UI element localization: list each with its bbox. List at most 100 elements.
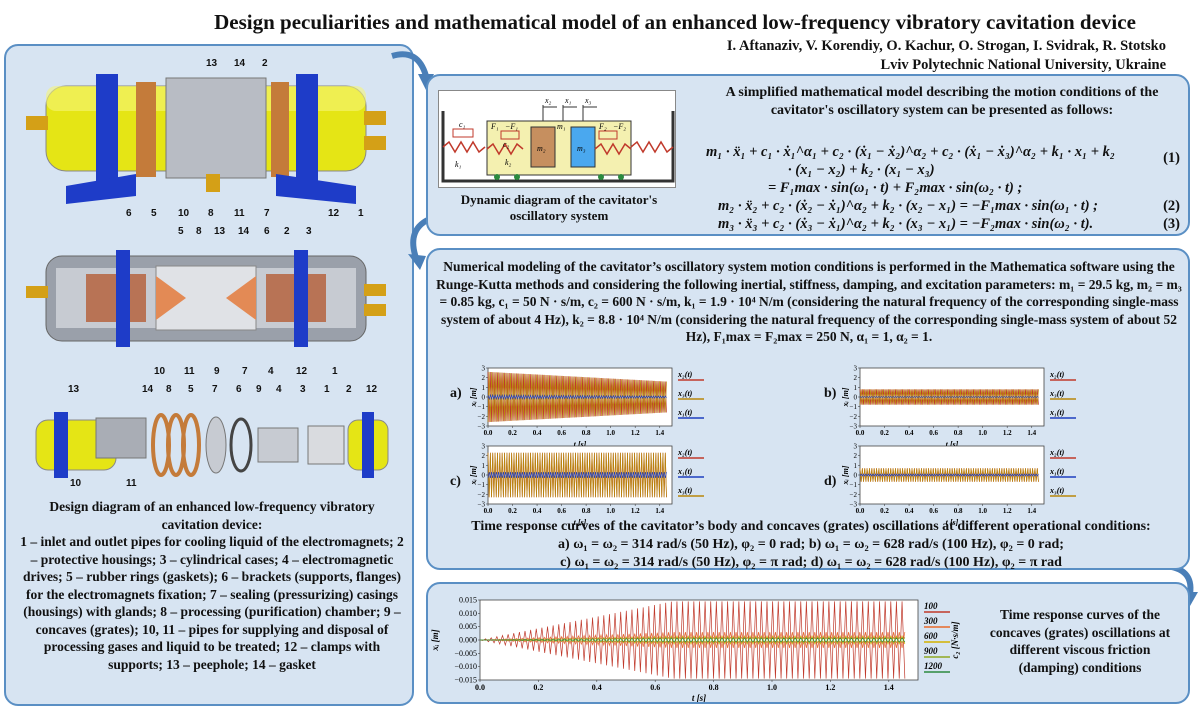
- y-tick-label: 2: [854, 452, 858, 460]
- x-tick-label: 0.8: [582, 507, 591, 515]
- legend-title: c₂ [N·s/m]: [950, 621, 960, 658]
- view1-label-6: 6: [126, 208, 132, 219]
- label-k2: k₂: [505, 158, 512, 167]
- y-tick-label: −2: [478, 491, 486, 499]
- view3-label-6: 6: [236, 384, 242, 395]
- design-caption: Design diagram of an enhanced low-freque…: [20, 498, 404, 673]
- legend-label: x₂(t): [1049, 448, 1065, 457]
- model-intro: A simplified mathematical model describi…: [725, 85, 1159, 118]
- view2-label-1: 1: [332, 366, 338, 377]
- response-caption-line-1: Time response curves of the cavitator’s …: [471, 519, 1151, 534]
- view3-label-5: 5: [188, 384, 194, 395]
- y-tick-label: −2: [850, 413, 858, 421]
- label-mF1: −F₁: [505, 122, 518, 131]
- x-tick-label: 0.4: [905, 507, 914, 515]
- legend-label: x₂(t): [677, 448, 693, 457]
- plot-b-label: b): [824, 386, 837, 401]
- label-mF2: −F₂: [613, 122, 626, 131]
- series-line-x₁(t): [487, 472, 667, 478]
- x-tick-label: 1.2: [631, 507, 640, 515]
- dynamic-diagram: x₂ x₁ x₃ m₁ m₂ m₃ F₁ −F₁ F₂ −F₂ c₁ c₂ k₁…: [438, 90, 676, 188]
- plot-d-label: d): [824, 474, 837, 489]
- x-tick-label: 0.8: [582, 429, 591, 437]
- view3-label-10: 10: [70, 478, 82, 489]
- view2-label-12: 12: [296, 366, 308, 377]
- view2-label-2: 2: [284, 226, 290, 237]
- label-F1: F₁: [490, 122, 499, 131]
- view2-label-8: 8: [196, 226, 202, 237]
- view2-label-7: 7: [242, 366, 248, 377]
- x-tick-label: 1.0: [606, 507, 615, 515]
- legend-label: 100: [924, 601, 938, 611]
- label-m1: m₁: [557, 122, 566, 131]
- y-tick-label: 0: [854, 394, 858, 402]
- y-tick-label: −2: [850, 491, 858, 499]
- x-axis-label: t [s]: [946, 518, 959, 526]
- x-tick-label: 1.4: [655, 429, 664, 437]
- x-tick-label: 1.0: [606, 429, 615, 437]
- y-tick-label: −3: [850, 501, 858, 509]
- y-tick-label: −0.005: [454, 649, 477, 658]
- x-tick-label: 1.2: [1003, 429, 1012, 437]
- x-tick-label: 1.0: [978, 507, 987, 515]
- x-tick-label: 1.4: [1027, 507, 1036, 515]
- x-tick-label: 0.4: [592, 683, 602, 692]
- x-tick-label: 0.0: [856, 507, 865, 515]
- legend-label: x₃(t): [1049, 389, 1065, 398]
- design-panel: 13 14 2 6 5 10 8 11 7 12 1 5 8 13 14 6 2…: [4, 44, 414, 706]
- poster-title: Design peculiarities and mathematical mo…: [214, 10, 1136, 34]
- label-x1: x₁: [564, 96, 572, 105]
- x-tick-label: 0.0: [475, 683, 485, 692]
- y-tick-label: 1: [854, 384, 858, 392]
- series-line-x₁(t): [859, 396, 1039, 398]
- y-tick-label: 2: [482, 452, 486, 460]
- view2-label-10: 10: [154, 366, 166, 377]
- y-tick-label: −1: [850, 481, 858, 489]
- device-section-view: [26, 250, 386, 347]
- y-tick-label: −2: [478, 413, 486, 421]
- equation-number-3: (3): [1163, 216, 1180, 232]
- legend-label: 1200: [924, 661, 943, 671]
- label-x2: x₂: [544, 96, 552, 105]
- x-tick-label: 0.6: [929, 507, 938, 515]
- label-m2: m₂: [537, 144, 546, 153]
- y-tick-label: 0: [482, 394, 486, 402]
- y-axis-label: xᵢ [m]: [841, 465, 850, 485]
- x-tick-label: 0.0: [484, 429, 493, 437]
- legend-label: 600: [924, 631, 938, 641]
- x-tick-label: 1.0: [767, 683, 777, 692]
- x-tick-label: 0.6: [557, 507, 566, 515]
- view1-label-14: 14: [234, 58, 246, 69]
- y-tick-label: 0.015: [459, 596, 477, 605]
- view2-label-4: 4: [268, 366, 274, 377]
- view3-label-11: 11: [126, 478, 137, 489]
- x-tick-label: 1.4: [1027, 429, 1036, 437]
- x-tick-label: 0.0: [856, 429, 865, 437]
- view1-label-13: 13: [206, 58, 218, 69]
- y-tick-label: 2: [482, 374, 486, 382]
- series-line-x₁(t): [487, 393, 667, 401]
- view2-label-6: 6: [264, 226, 270, 237]
- y-tick-label: 0.010: [459, 609, 477, 618]
- legend-label: x₂(t): [677, 370, 693, 379]
- design-caption-title: Design diagram of an enhanced low-freque…: [49, 499, 375, 532]
- x-tick-label: 0.8: [709, 683, 719, 692]
- legend-label: x₁(t): [677, 467, 693, 476]
- series-line-x₁(t): [859, 473, 1039, 477]
- equation-1-line-3: = F₁max · sin(ω₁ · t) + F₂max · sin(ω₂ ·…: [768, 180, 1023, 196]
- y-tick-label: 3: [482, 443, 486, 451]
- model-panel: x₂ x₁ x₃ m₁ m₂ m₃ F₁ −F₁ F₂ −F₂ c₁ c₂ k₁…: [426, 74, 1190, 236]
- label-k1: k₁: [455, 160, 462, 169]
- x-tick-label: 1.2: [1003, 507, 1012, 515]
- label-c2: c₂: [503, 140, 510, 149]
- damping-caption: Time response curves of the concaves (gr…: [989, 607, 1171, 675]
- legend-label: x₁(t): [1049, 467, 1065, 476]
- x-axis-label: t [s]: [946, 440, 959, 448]
- view3-label-12: 12: [366, 384, 378, 395]
- view2-label-5: 5: [178, 226, 184, 237]
- x-tick-label: 0.2: [533, 683, 543, 692]
- x-tick-label: 0.2: [508, 507, 517, 515]
- dynamic-diagram-caption: Dynamic diagram of the cavitator's oscil…: [460, 192, 658, 223]
- view3-label-14: 14: [142, 384, 154, 395]
